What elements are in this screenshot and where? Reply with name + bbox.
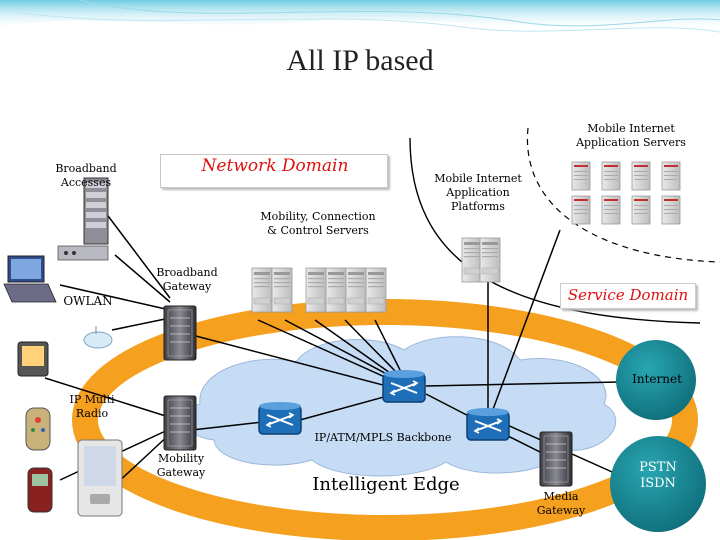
- server-icon: [345, 267, 367, 313]
- server-icon: [325, 267, 347, 313]
- server-icon: [271, 267, 293, 313]
- network-domain-box: [160, 154, 388, 188]
- laptop-icon: [3, 255, 57, 303]
- internet-node: [616, 340, 696, 420]
- ip-multi-radio-label: IP Multi Radio: [69, 393, 115, 420]
- router-icon: [258, 401, 302, 435]
- mobile-phone-icon: [27, 467, 53, 513]
- server-icon: [631, 161, 651, 191]
- media-gateway-server-icon: [539, 431, 573, 487]
- router-icon: [466, 407, 510, 441]
- broadband-gateway-label: Broadband Gateway: [156, 266, 218, 293]
- mobile-platform-server-icon: [479, 237, 501, 283]
- broadband-accesses-label: Broadband Accesses: [55, 162, 117, 189]
- access-switch-icon: [57, 245, 109, 261]
- broadband-access-tower-icon: [83, 177, 109, 245]
- server-icon: [251, 267, 273, 313]
- network-domain-label: Network Domain: [201, 156, 349, 176]
- internet-label: Internet: [632, 372, 682, 386]
- server-icon: [365, 267, 387, 313]
- service-domain-box: [560, 283, 696, 309]
- mobile-internet-platforms-label: Mobile Internet Application Platforms: [434, 172, 522, 213]
- pstn-isdn-label: PSTN ISDN: [639, 460, 677, 492]
- backbone-cloud: [184, 336, 617, 477]
- backbone-label: IP/ATM/MPLS Backbone: [314, 431, 452, 444]
- service-domain-label: Service Domain: [567, 286, 689, 304]
- media-gateway-label: Media Gateway: [536, 490, 586, 517]
- header-wave-decoration: [0, 0, 720, 33]
- application-server-grid: [571, 161, 681, 225]
- mobile-platform-server-icon: [461, 237, 483, 283]
- page-title: All IP based: [286, 44, 434, 77]
- server-icon: [571, 161, 591, 191]
- mobility-servers-label: Mobility, Connection & Control Servers: [260, 210, 376, 237]
- server-icon: [305, 267, 327, 313]
- mobile-internet-servers-label: Mobile Internet Application Servers: [576, 122, 686, 149]
- access-point-icon: [83, 326, 113, 349]
- server-icon: [661, 195, 681, 225]
- phone-icon: [25, 407, 51, 451]
- mobility-gateway-server-icon: [163, 395, 197, 451]
- server-icon: [631, 195, 651, 225]
- server-icon: [661, 161, 681, 191]
- mobility-gateway-label: Mobility Gateway: [156, 452, 206, 479]
- handheld-device-icon: [77, 439, 123, 517]
- owlan-label: OWLAN: [63, 294, 113, 308]
- control-server-racks: [251, 267, 387, 313]
- broadband-gateway-server-icon: [163, 305, 197, 361]
- intelligent-edge-label: Intelligent Edge: [312, 474, 460, 495]
- pda-icon: [17, 341, 49, 377]
- server-icon: [601, 195, 621, 225]
- pstn-isdn-node: [610, 436, 706, 532]
- server-icon: [601, 161, 621, 191]
- server-icon: [571, 195, 591, 225]
- router-icon: [382, 369, 426, 403]
